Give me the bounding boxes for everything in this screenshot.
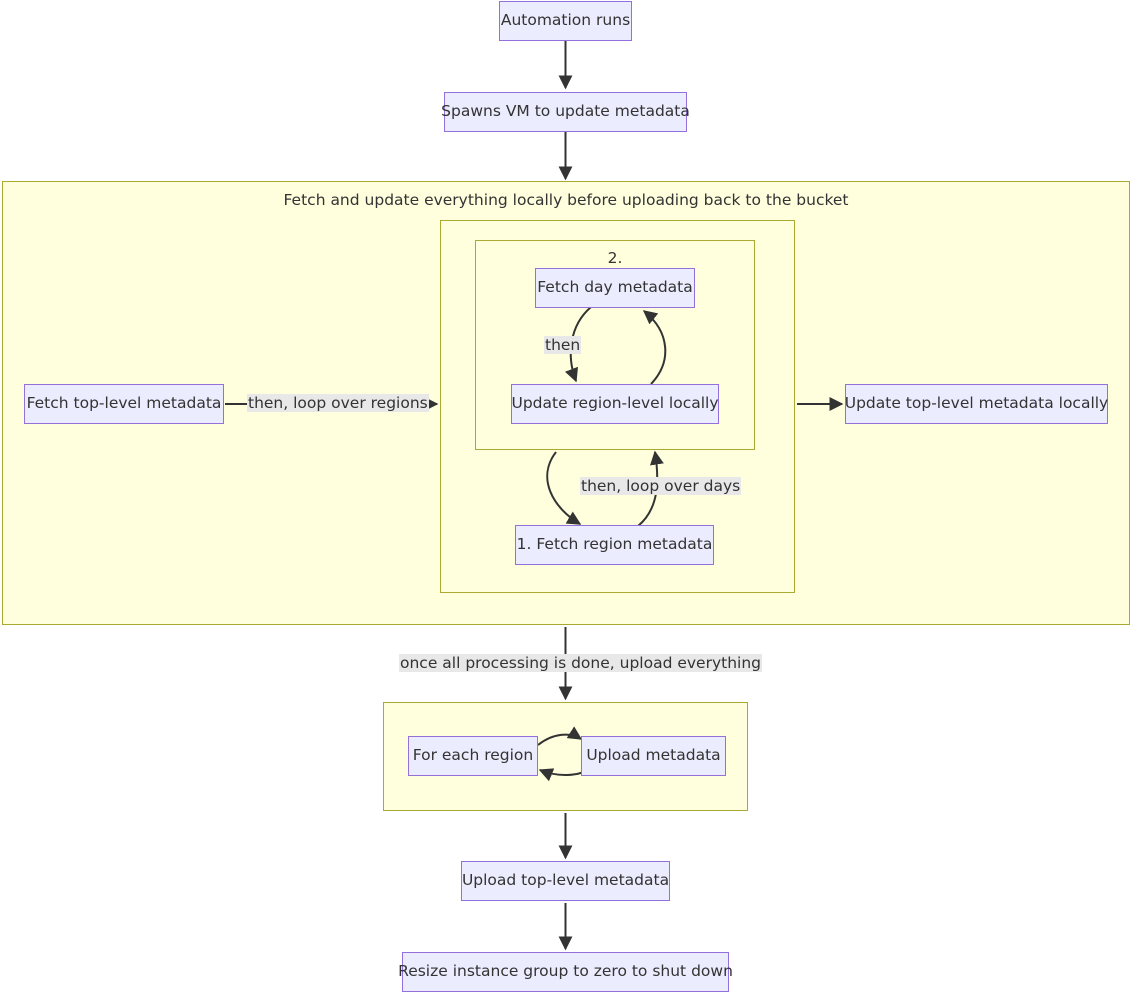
node-upload-top-level-metadata[interactable]: Upload top-level metadata <box>461 861 670 901</box>
node-for-each-region[interactable]: For each region <box>408 736 538 776</box>
cluster-title-fetch-and-update: Fetch and update everything locally befo… <box>283 191 849 209</box>
node-update-top-level-metadata-locally[interactable]: Update top-level metadata locally <box>845 384 1108 424</box>
node-resize-instance-group[interactable]: Resize instance group to zero to shut do… <box>398 952 733 992</box>
node-update-region-level-locally[interactable]: Update region-level locally <box>511 384 719 424</box>
edge-label-loop-over-regions: then, loop over regions <box>247 394 429 413</box>
node-automation-runs[interactable]: Automation runs <box>499 1 632 41</box>
cluster-title-day-loop: 2. <box>607 249 623 267</box>
node-fetch-region-metadata[interactable]: 1. Fetch region metadata <box>515 525 714 565</box>
node-spawns-vm[interactable]: Spawns VM to update metadata <box>441 92 690 132</box>
edge-label-then: then <box>544 336 582 355</box>
node-fetch-day-metadata[interactable]: Fetch day metadata <box>535 268 695 308</box>
node-fetch-top-level-metadata[interactable]: Fetch top-level metadata <box>24 384 224 424</box>
edge-label-loop-over-days: then, loop over days <box>580 477 742 496</box>
edge-label-upload-everything: once all processing is done, upload ever… <box>399 654 763 673</box>
node-upload-metadata[interactable]: Upload metadata <box>581 736 726 776</box>
